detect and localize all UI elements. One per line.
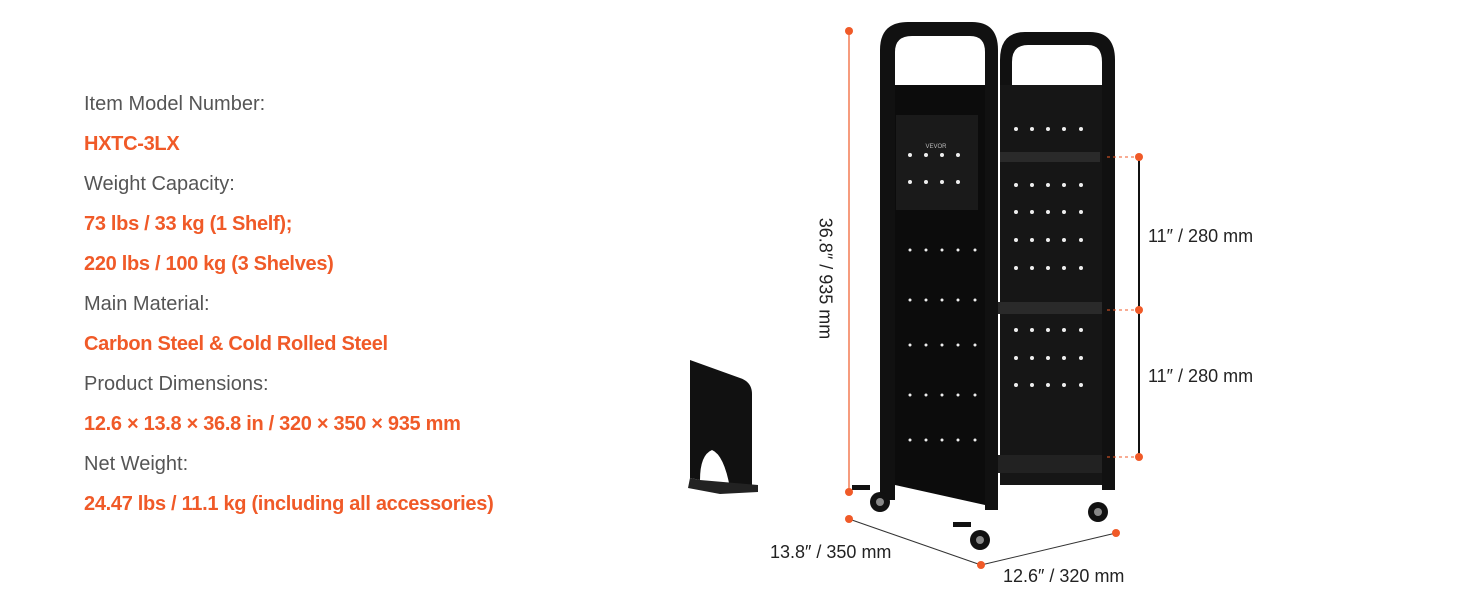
weight-capacity-value-1: 73 lbs / 33 kg (1 Shelf); xyxy=(84,213,293,235)
product-dimensions-value: 12.6 × 13.8 × 36.8 in / 320 × 350 × 935 … xyxy=(84,413,461,435)
vevor-logo: VEVOR xyxy=(925,144,947,150)
model-number-value: HXTC-3LX xyxy=(84,133,180,155)
bookend-image xyxy=(688,360,758,494)
upper-shelf-spacing-label: 11″ / 280 mm xyxy=(1148,226,1254,246)
width-dimension-label: 12.6″ / 320 mm xyxy=(1003,566,1125,586)
caster-wheels xyxy=(852,485,1108,550)
model-number-label: Item Model Number: xyxy=(84,93,266,115)
net-weight-value: 24.47 lbs / 11.1 kg (including all acces… xyxy=(84,493,494,515)
weight-capacity-value-2: 220 lbs / 100 kg (3 Shelves) xyxy=(84,253,334,275)
net-weight-label: Net Weight: xyxy=(84,453,189,475)
cart-image: VEVOR xyxy=(852,22,1115,550)
lower-shelf-spacing-label: 11″ / 280 mm xyxy=(1148,366,1254,386)
main-material-label: Main Material: xyxy=(84,293,210,315)
main-material-value: Carbon Steel & Cold Rolled Steel xyxy=(84,333,388,355)
depth-dimension-label: 13.8″ / 350 mm xyxy=(770,542,892,562)
weight-capacity-label: Weight Capacity: xyxy=(84,173,235,195)
product-dimensions-label: Product Dimensions: xyxy=(84,373,269,395)
dimension-lines xyxy=(845,27,1143,569)
pegboard-holes xyxy=(908,127,1083,442)
height-dimension-label: 36.8″ / 935 mm xyxy=(815,217,836,340)
